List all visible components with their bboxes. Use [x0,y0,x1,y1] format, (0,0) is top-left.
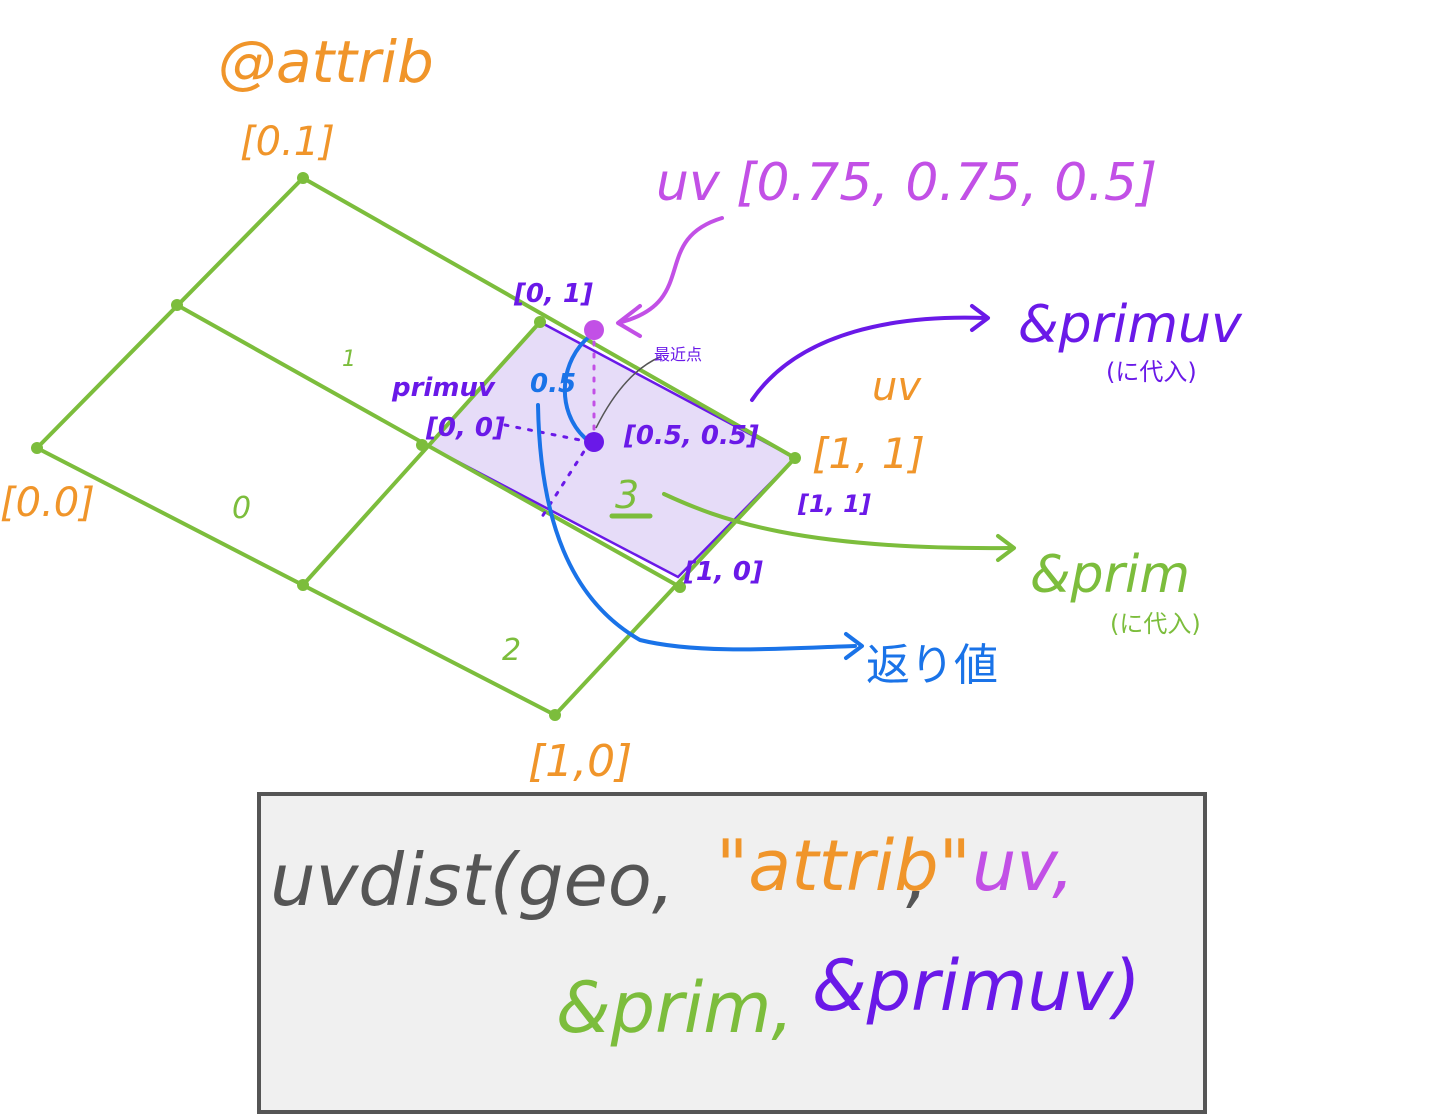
nearest-point [584,432,604,452]
uv-value-label: uv [0.75, 0.75, 0.5] [656,153,1157,213]
formula-attrib: "attrib" [716,825,971,907]
prim-arrow [662,492,1012,551]
prim-arrowhead [996,534,1016,562]
out-prim-label: &prim [1030,545,1190,605]
out-prim-note: (に代入) [1110,610,1201,638]
primuv-label: primuv [391,373,496,403]
grid-point [171,299,183,311]
nearest-leader [595,356,661,429]
primuv-value-label: 0.5 [530,369,576,399]
corner-right-label: [1, 1] [812,429,925,478]
out-primuv-note: (に代入) [1106,358,1197,386]
uv-right-label: uv [872,364,922,410]
grid-point [549,709,561,721]
grid-point [789,452,801,464]
grid-point [534,316,546,328]
sub-top-label: [0, 1] [513,279,593,309]
primuv-dotted-lines [503,423,592,522]
grid-edge-bottom [35,446,557,717]
return-value-label: 返り値 [866,640,998,691]
uv-arrowhead [616,304,642,338]
formula-prim: &prim, [556,967,794,1049]
attrib-name-label: @attrib [218,28,434,96]
out-primuv-label: &primuv [1018,295,1243,355]
sub-mid-label: [0.5, 0.5] [623,421,759,451]
formula-uv: uv, [972,825,1074,907]
formula-fn: uvdist(geo, [270,838,675,922]
sub-left-label: [0, 0] [425,413,505,443]
grid-point [297,579,309,591]
grid-point [674,581,686,593]
primuv-arrowhead [970,304,990,332]
corner-left-label: [0.0] [0,480,95,526]
sub-bottom-label: [1, 0] [683,557,763,587]
grid-point [297,172,309,184]
uv-arrow [620,216,724,324]
grid-edge-left [35,176,305,450]
grid-edge-top [301,176,797,460]
return-value-arrow [536,334,857,652]
formula-box [257,792,1207,1114]
corner-bottom-label: [1,0] [528,736,632,787]
prim-2-label: 2 [502,633,521,668]
corner-top-label: [0.1] [240,119,335,165]
return-value-arrowhead [844,632,864,660]
formula-primuv: &primuv) [812,945,1141,1027]
uv-point [584,320,604,340]
grid-point [31,442,43,454]
nearest-point-label: 最近点 [654,345,702,364]
sub-right-label: [1, 1] [797,490,871,518]
grid-point [416,439,428,451]
primuv-arrow [750,315,987,402]
formula-comma: , [906,835,928,917]
grid-points [31,172,801,721]
prim-1-label: 1 [342,347,356,372]
grid-mid-vertical [301,320,542,587]
prim-0-label: 0 [232,491,251,526]
prim-3-label: 3 [615,473,639,517]
